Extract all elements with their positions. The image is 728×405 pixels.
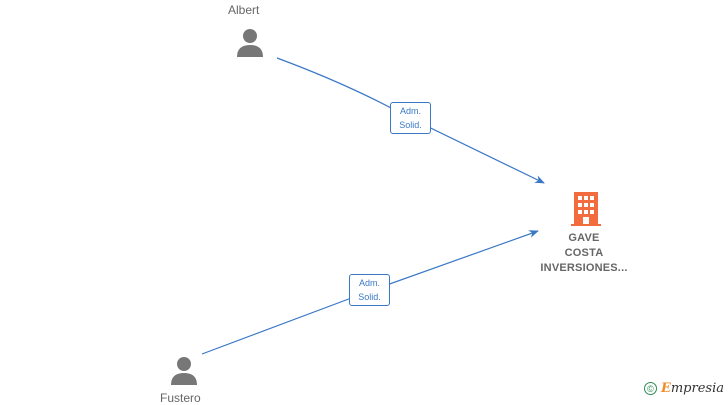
building-icon[interactable] xyxy=(571,192,601,226)
company-label[interactable]: GAVE COSTA INVERSIONES... xyxy=(530,231,638,276)
brand-rest: mpresia xyxy=(670,381,724,396)
company-label-line-3: INVERSIONES... xyxy=(540,262,628,274)
company-label-line-2: COSTA xyxy=(564,247,604,259)
company-label-line-1: GAVE xyxy=(568,232,600,244)
edge-label-top-line-2: Solid. xyxy=(399,120,422,130)
edge-label-top[interactable]: Adm. Solid. xyxy=(390,102,431,134)
person-top-icon[interactable] xyxy=(236,28,264,58)
person-bottom-label: Fustero xyxy=(160,391,201,405)
edge-label-bottom[interactable]: Adm. Solid. xyxy=(349,274,390,306)
edge-label-top-line-1: Adm. xyxy=(399,106,421,116)
copyright-icon: © xyxy=(643,382,657,395)
edge-label-bottom-line-1: Adm. xyxy=(358,278,380,288)
person-bottom-icon[interactable] xyxy=(170,356,198,386)
empresia-watermark: © Empresia xyxy=(643,381,724,396)
brand-name: Empresia xyxy=(661,381,724,396)
edge-label-bottom-line-2: Solid. xyxy=(358,292,381,302)
person-top-label: Albert xyxy=(228,3,260,17)
brand-initial: E xyxy=(660,381,671,396)
